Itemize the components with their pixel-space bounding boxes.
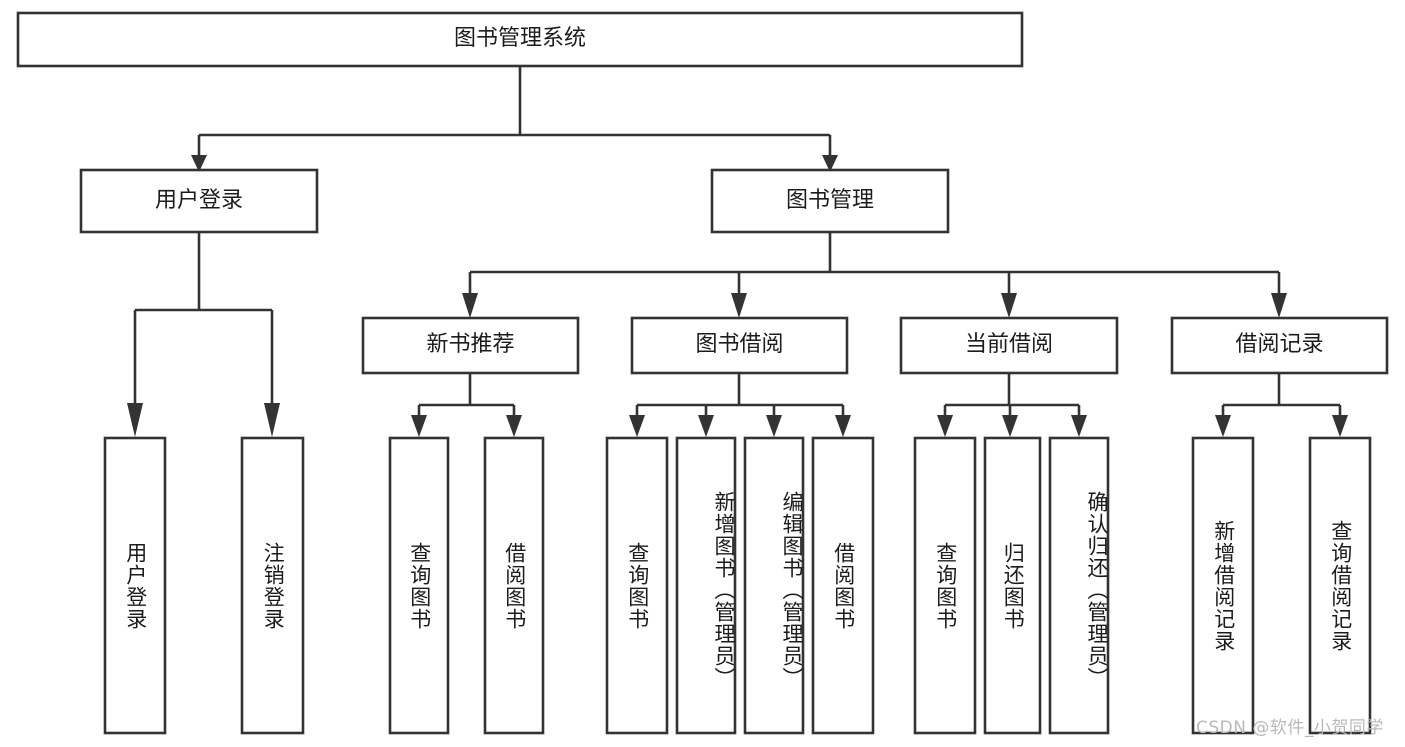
node-box-leaf-add-record[interactable] [1191, 436, 1255, 735]
node-box-leaf-query-book-2[interactable] [605, 436, 669, 735]
node-box-leaf-return-book[interactable] [983, 436, 1042, 735]
arrow-head-leaf-borrow-book-2 [835, 415, 851, 437]
node-box-leaf-add-book[interactable] [675, 436, 737, 735]
arrow-head-current-borrow [1001, 293, 1017, 318]
arrow-head-leaf-add-record [1215, 415, 1231, 437]
node-box-leaf-user-logout[interactable] [240, 436, 305, 735]
arrow-head-leaf-borrow-book-1 [506, 415, 522, 437]
node-box-book-management[interactable] [710, 168, 950, 234]
node-box-borrow-record[interactable] [1170, 316, 1389, 375]
arrow-head-leaf-user-login [127, 403, 143, 437]
node-box-root[interactable] [16, 11, 1024, 68]
node-box-leaf-query-book-1[interactable] [388, 436, 450, 735]
connector-group-root [191, 66, 838, 172]
arrow-head-leaf-query-book-2 [629, 415, 645, 437]
node-box-leaf-borrow-book-1[interactable] [483, 436, 545, 735]
connector-group-new-book-recommend [411, 373, 522, 437]
connector-group-user-login [127, 232, 280, 437]
node-box-leaf-edit-book[interactable] [743, 436, 805, 735]
node-box-leaf-borrow-book-2[interactable] [811, 436, 875, 735]
node-box-leaf-query-book-3[interactable] [913, 436, 977, 735]
node-box-current-borrow[interactable] [899, 316, 1119, 375]
connector-group-borrow-record [1215, 373, 1348, 437]
arrow-head-leaf-user-logout [264, 403, 280, 437]
arrow-head-leaf-query-record [1332, 415, 1348, 437]
arrow-head-leaf-add-book [698, 415, 714, 437]
arrow-head-book-borrow [731, 293, 747, 318]
arrow-head-borrow-record [1271, 293, 1287, 318]
node-box-leaf-confirm-return[interactable] [1048, 436, 1110, 735]
connector-group-current-borrow [937, 373, 1087, 437]
arrow-head-book-management [822, 155, 838, 172]
arrow-head-leaf-edit-book [766, 415, 782, 437]
connector-group-book-borrow [629, 373, 851, 437]
arrow-head-leaf-query-book-3 [937, 415, 953, 437]
node-box-new-book-recommend[interactable] [361, 316, 580, 375]
csdn-watermark: CSDN @软件_小贺同学 [1196, 718, 1384, 738]
arrow-head-leaf-confirm-return [1071, 415, 1087, 437]
arrow-head-new-book-recommend [462, 293, 478, 318]
node-box-book-borrow[interactable] [630, 316, 849, 375]
node-box-leaf-query-record[interactable] [1308, 436, 1372, 735]
arrow-head-leaf-return-book [1002, 415, 1018, 437]
connector-group-book-management [462, 232, 1287, 318]
node-box-leaf-user-login[interactable] [103, 436, 167, 735]
arrow-head-user-login [191, 155, 207, 172]
arrow-head-leaf-query-book-1 [411, 415, 427, 437]
node-box-user-login[interactable] [79, 168, 319, 234]
